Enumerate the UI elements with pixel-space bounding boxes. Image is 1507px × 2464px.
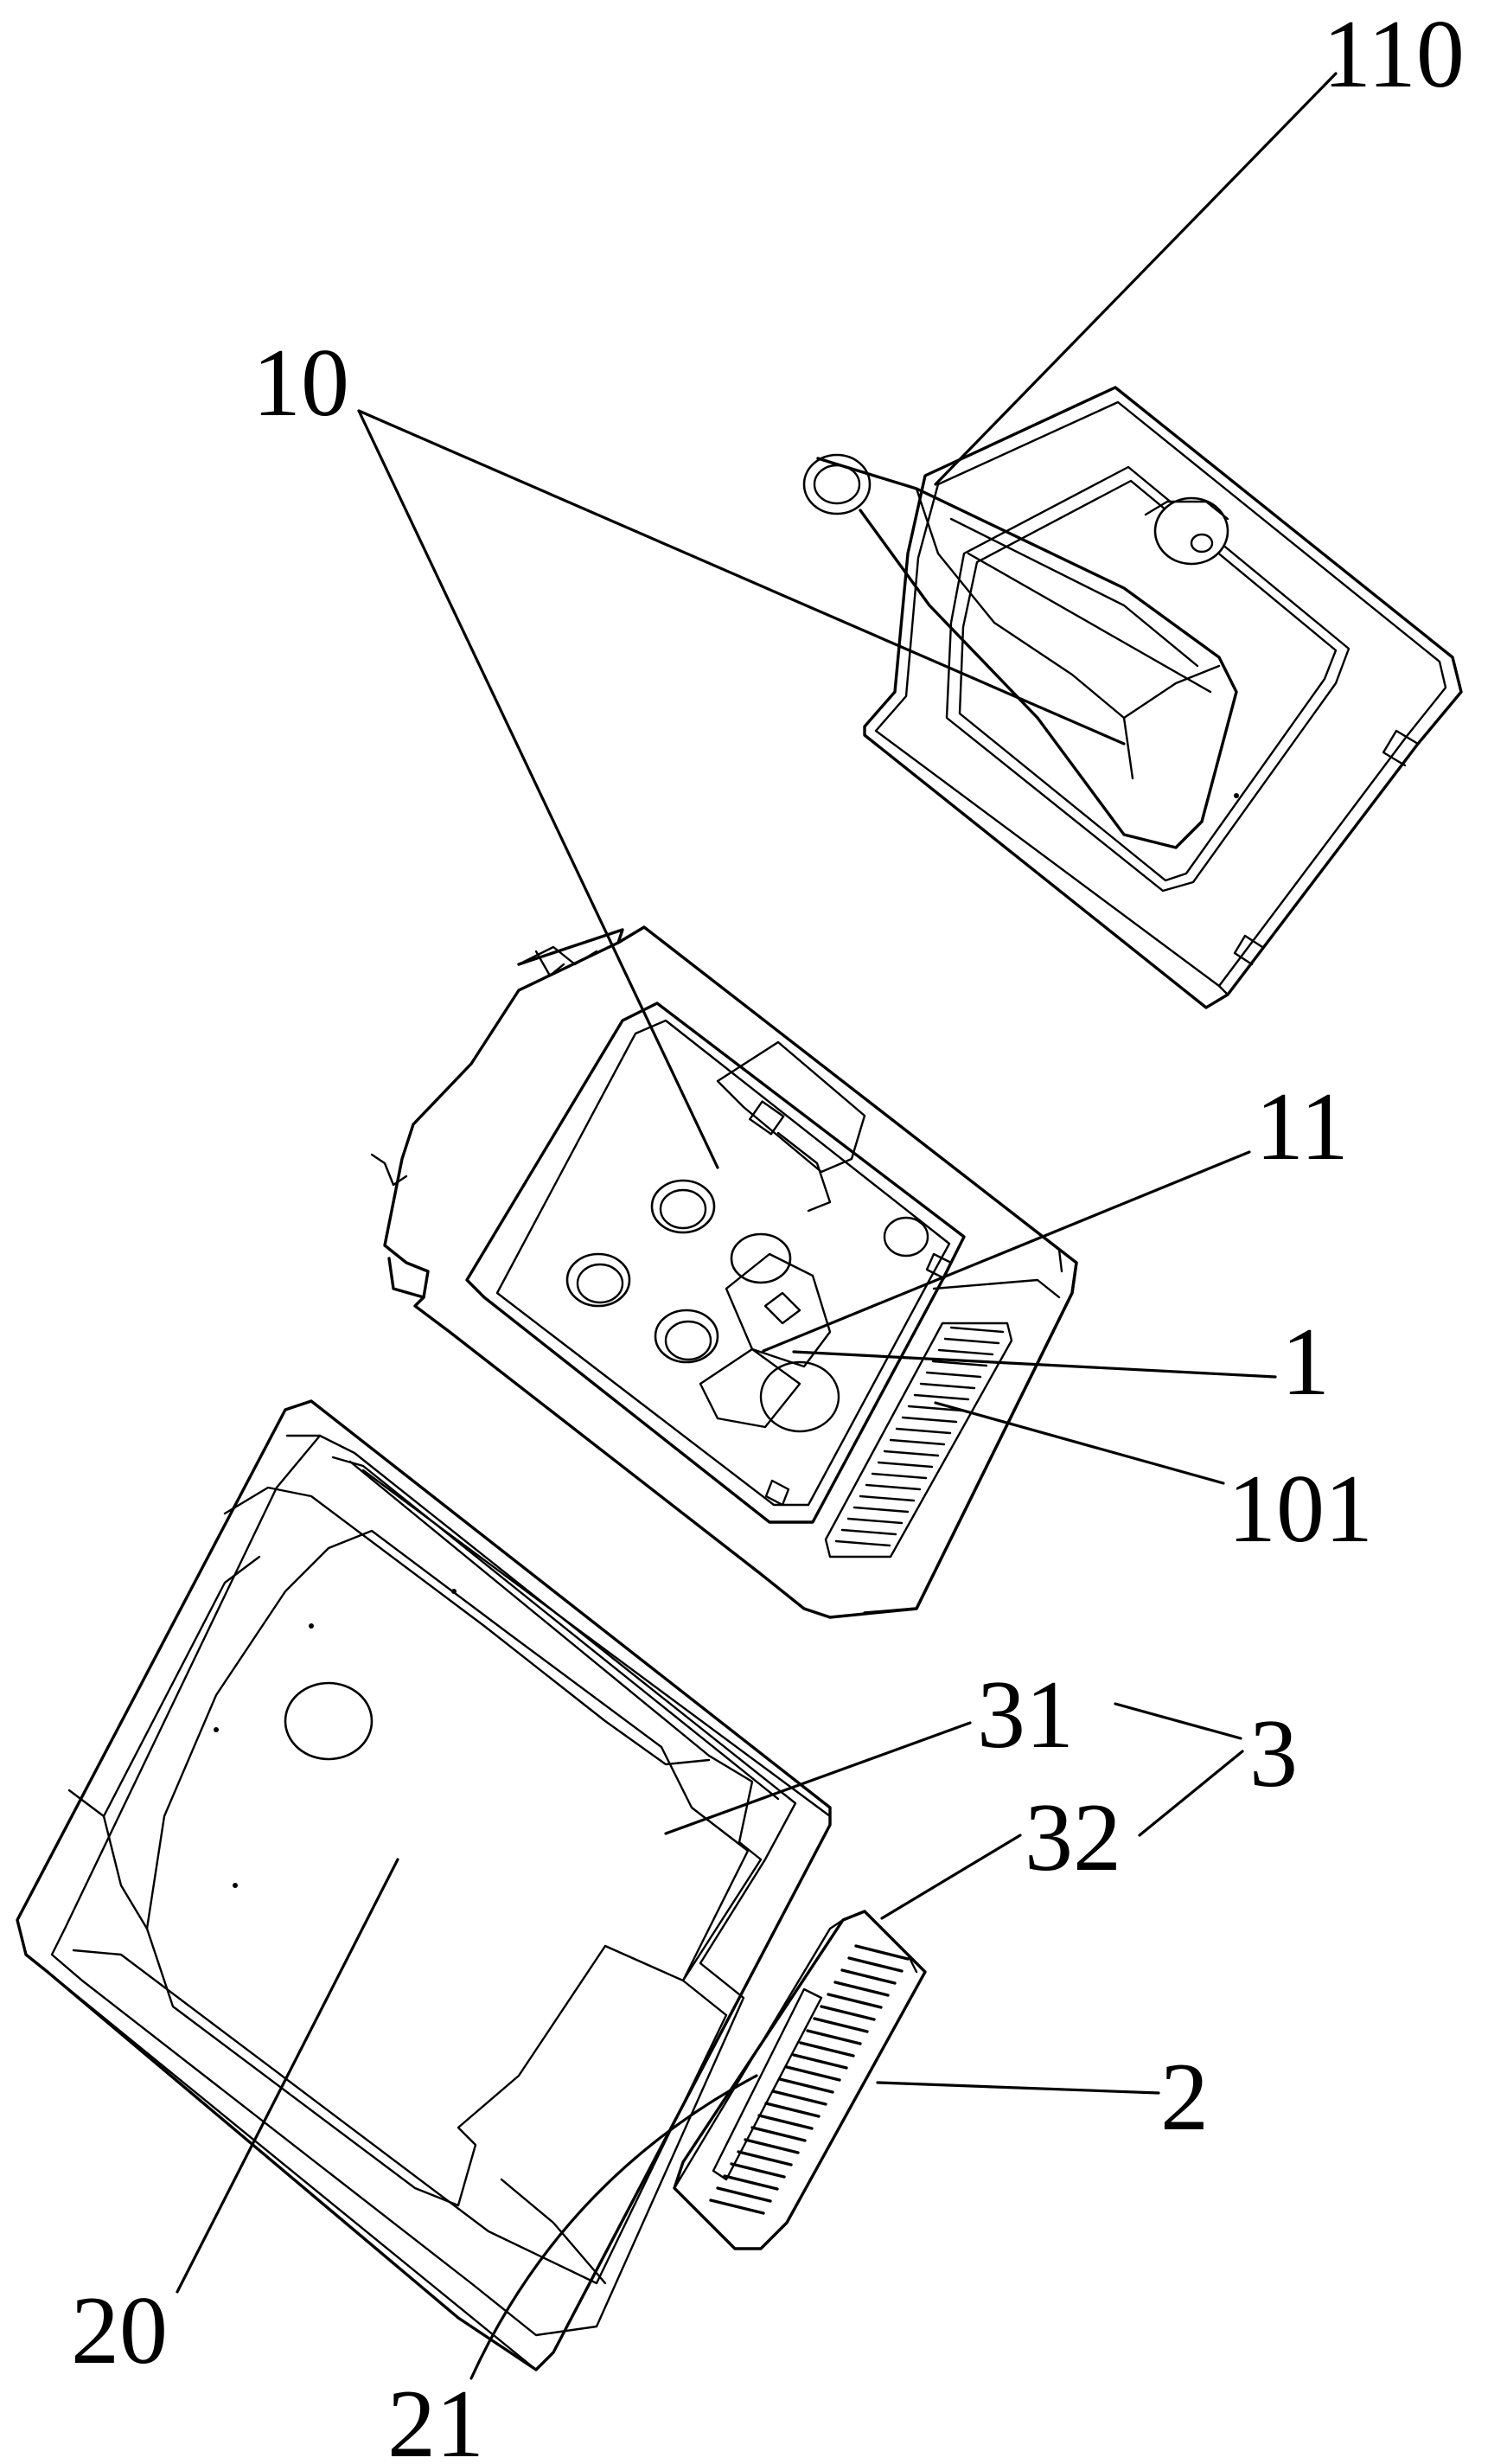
leader-lines: [176, 72, 1338, 2380]
base-part: [16, 1399, 832, 2371]
label-101: 101: [1228, 1456, 1373, 1563]
reference-numerals: 110 10 11 1 101 31 3 32 2 20 21: [71, 1, 1465, 2464]
label-1: 1: [1281, 1309, 1330, 1416]
label-11: 11: [1255, 1073, 1349, 1181]
label-10: 10: [252, 330, 349, 437]
funnel-tray-part: [802, 386, 1463, 1009]
label-20: 20: [71, 2277, 168, 2384]
label-2: 2: [1160, 2044, 1209, 2151]
label-110: 110: [1323, 1, 1465, 108]
label-32: 32: [1025, 1784, 1121, 1891]
grille-vents: [824, 1322, 1013, 1558]
label-31: 31: [977, 1661, 1074, 1769]
label-21: 21: [387, 2371, 484, 2464]
vent-insert-part: [673, 1910, 927, 2250]
main-housing-part: [370, 925, 1078, 1619]
label-3: 3: [1249, 1700, 1298, 1808]
